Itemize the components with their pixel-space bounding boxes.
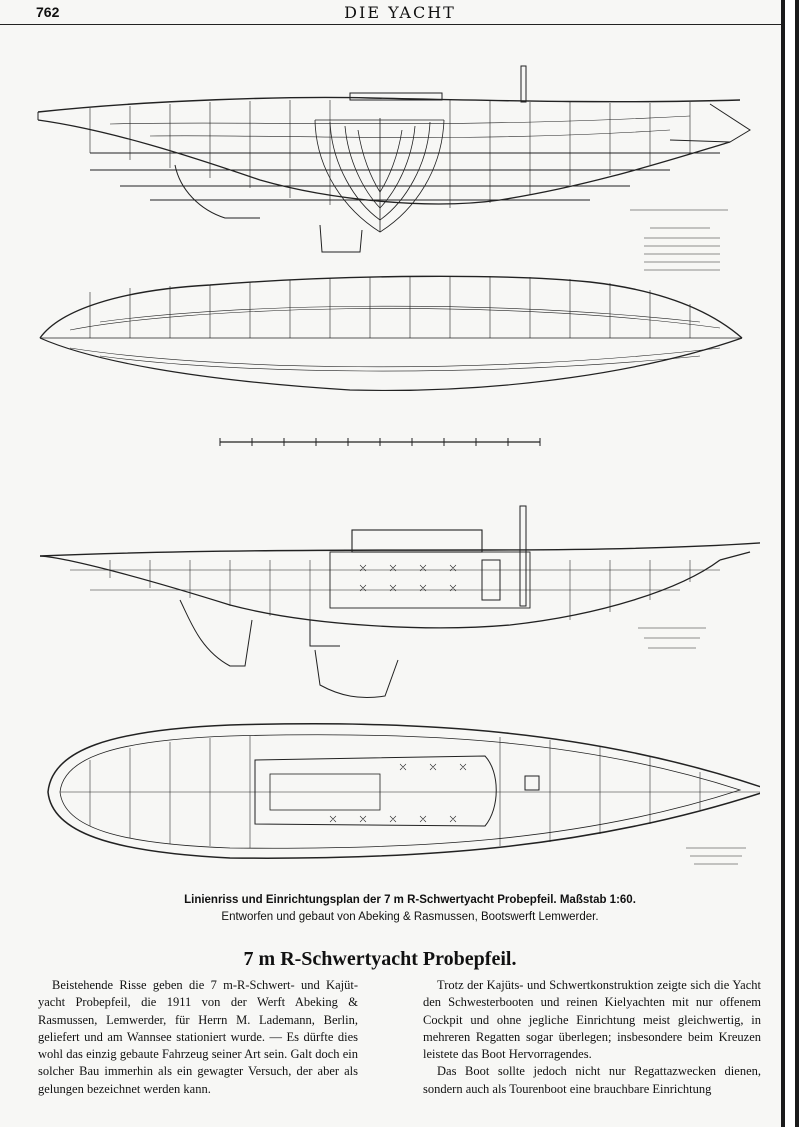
lines-profile-view bbox=[37, 65, 751, 271]
lines-half-breadth-view bbox=[39, 275, 743, 446]
article-title: 7 m R-Schwertyacht Probepfeil. bbox=[243, 948, 517, 970]
page-number: 762 bbox=[36, 4, 60, 20]
caption-credit: Entworfen und gebaut von Abeking & Rasmu… bbox=[221, 911, 599, 923]
paragraph: Trotz der Kajüts- und Schwertkonstruktio… bbox=[423, 978, 761, 1062]
magazine-page: 762 DIE YACHT bbox=[0, 0, 781, 1098]
scan-edge bbox=[781, 0, 799, 1127]
paragraph: Das Boot sollte jedoch nicht nur Regatta… bbox=[423, 1064, 761, 1096]
figure-caption: Linienriss und Einrichtungsplan der 7 m … bbox=[150, 892, 670, 926]
article-column-left: Beistehende Risse geben die 7 m-R-Schwer… bbox=[38, 977, 358, 1098]
construction-deck-plan-view bbox=[47, 723, 760, 865]
caption-title: Linienriss und Einrichtungsplan der 7 m … bbox=[184, 894, 557, 906]
yacht-plans-drawing bbox=[37, 65, 760, 865]
paragraph: Beistehende Risse geben die 7 m-R-Schwer… bbox=[38, 978, 358, 1096]
caption-scale: Maßstab 1:60. bbox=[559, 894, 636, 906]
construction-profile-view bbox=[39, 505, 760, 698]
page-header: 762 DIE YACHT bbox=[0, 0, 781, 25]
running-title: DIE YACHT bbox=[344, 3, 456, 22]
article-column-right: Trotz der Kajüts- und Schwertkonstruktio… bbox=[423, 977, 761, 1098]
